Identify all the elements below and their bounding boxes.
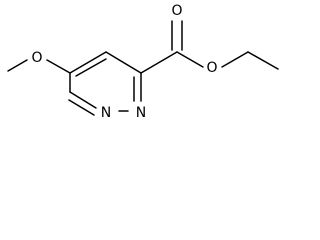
ring-double-bond-n1-c6-inner [68,99,95,116]
oxygen-to-ring-bond [46,59,71,74]
structure-canvas: O O O N N [7,3,279,121]
ring-double-bond-c5-c4-inner [75,58,107,77]
ring-nitrogen-1-label: N [101,105,111,121]
methyl-to-oxygen-bond [7,59,28,72]
methoxy-oxygen-label: O [31,50,42,66]
carbonyl-to-ether-oxygen-bond [176,51,204,68]
ring-bond-c4-c3 [105,51,142,74]
carbonyl-oxygen-label: O [171,3,182,19]
ring-to-carbonyl-bond [140,51,178,74]
molecule-structure: O O O N N [7,3,279,121]
ether-oxygen-label: O [206,60,217,76]
ether-oxygen-to-ch2-bond [221,51,249,68]
ring-bond-n1-c6 [69,91,97,109]
ring-bond-c5-c4 [69,51,107,74]
ring-nitrogen-2-label: N [136,105,146,121]
ethyl-bond [247,51,279,70]
